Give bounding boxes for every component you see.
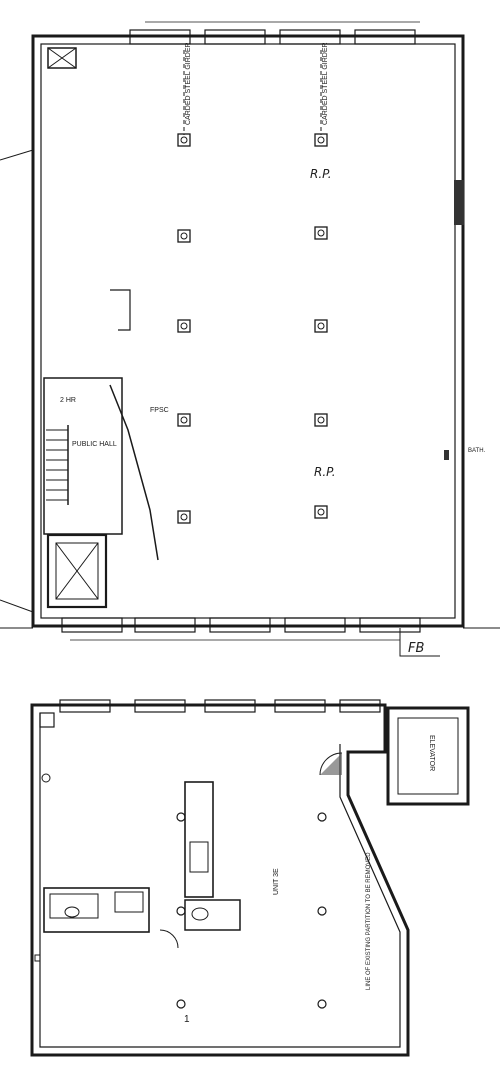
top-floor-plan: CARDED STEEL GIRDER CARDED STEEL GIRDER … [0,21,500,657]
unit-outer-wall [30,703,410,1057]
hall-jog [110,289,131,331]
outer-wall [31,34,465,628]
partition-note: LINE OF EXISTING PARTITION TO BE REMOVED [366,852,372,990]
bottom-floor-plan: ELEVATOR UNIT 3E LINE OF EXISTING PARTIT… [30,699,470,1057]
rating-label: 2 HR [60,397,76,404]
public-hall-label: PUBLIC HALL [72,441,117,448]
fb-label: FB [408,641,424,656]
girder-left-label: CARDED STEEL GIRDER [185,42,192,125]
column-marker [177,413,191,427]
column-core [317,322,325,330]
column-marker [317,812,327,822]
unit-window-row [59,699,381,713]
column-marker [314,226,328,240]
girder-right-label: CARDED STEEL GIRDER [322,42,329,125]
wall-marker [444,450,449,460]
rp-lower-label: R.P. [314,465,336,479]
top-columns [177,133,328,524]
column-marker [176,812,186,822]
column-core [180,232,188,240]
column-core [317,416,325,424]
unit-mark: 1 [184,1014,190,1025]
stair-core: 2 HR PUBLIC HALL FPSC [43,377,169,561]
column-marker [176,906,186,916]
column-core [180,322,188,330]
column-core [317,508,325,516]
plumbing-chase [184,781,241,931]
column-marker [317,999,327,1009]
column-marker [314,133,328,147]
column-marker [314,319,328,333]
unit-label: UNIT 3E [273,868,280,895]
stair-treads [46,425,69,505]
bottom-window-row [0,617,500,641]
column-marker [177,319,191,333]
column-marker [177,133,191,147]
column-marker [317,906,327,916]
elevator-label: ELEVATOR [428,735,435,771]
column-core [180,513,188,521]
shaft-box [47,47,77,69]
inner-wall [40,43,456,619]
top-window-row [129,21,420,45]
hatched-chimney [454,180,464,225]
bottom-columns [176,812,327,1009]
elevator-box: ELEVATOR [386,706,470,806]
rp-upper-label: R.P. [310,167,332,181]
column-core [317,229,325,237]
column-core [180,136,188,144]
elevator-shaft-top [46,533,108,609]
column-core [180,416,188,424]
bath-label: BATH. [468,448,486,454]
bathroom-left [43,887,179,949]
column-core [317,136,325,144]
column-marker [177,510,191,524]
column-marker [176,999,186,1009]
column-marker [314,505,328,519]
column-marker [177,229,191,243]
column-marker [314,413,328,427]
door-swing [319,752,343,776]
fpsc-label: FPSC [150,407,169,414]
